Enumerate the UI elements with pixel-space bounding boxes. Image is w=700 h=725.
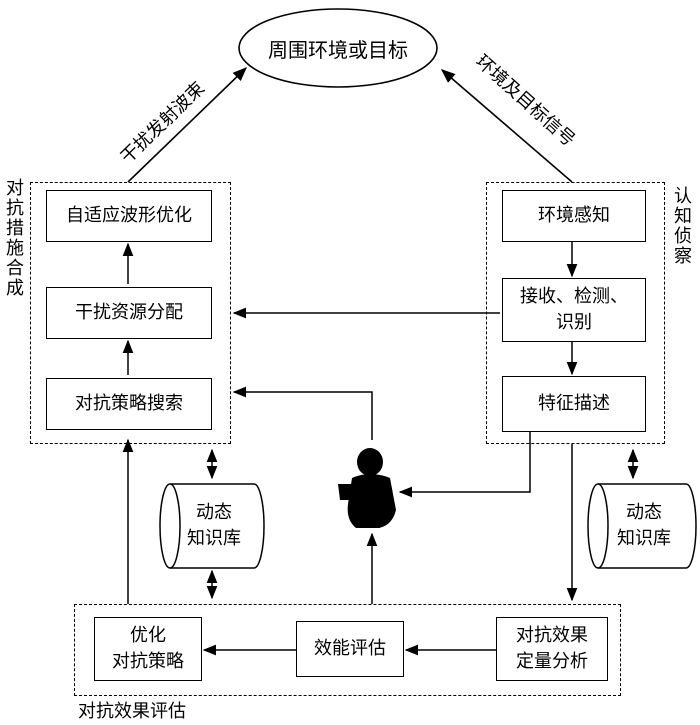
env-sensing-box: 环境感知 (502, 190, 646, 242)
arrow-feature-to-figure (398, 432, 531, 498)
adaptive-waveform-box: 自适应波形优化 (46, 190, 212, 242)
knowledge-base-right-cylinder (587, 483, 697, 569)
knowledge-base-right-label: 动态 知识库 (617, 502, 671, 549)
efficiency-eval-box: 效能评估 (296, 621, 404, 677)
effect-evaluation-group (74, 604, 621, 696)
environment-label: 周围环境或目标 (268, 37, 408, 62)
receive-detect-box: 接收、检测、 识别 (502, 278, 646, 342)
quant-analysis-box: 对抗效果 定量分析 (496, 617, 608, 681)
effect-evaluation-label: 对抗效果评估 (78, 701, 186, 722)
arrow-jamming-beam (127, 66, 248, 183)
knowledge-base-left-label: 动态 知识库 (187, 502, 241, 549)
strategy-search-box: 对抗策略搜索 (46, 378, 212, 430)
arrow-figure-to-search (232, 386, 373, 440)
knowledge-base-left-cylinder (159, 483, 265, 569)
arrow-env-signal (440, 69, 573, 183)
countermeasure-synthesis-group (30, 182, 231, 444)
feature-description-box: 特征描述 (502, 376, 646, 432)
resource-allocation-box: 干扰资源分配 (46, 287, 212, 339)
environment-ellipse (238, 8, 438, 88)
cognitive-recon-group (486, 182, 665, 444)
optimize-strategy-box: 优化 对抗策略 (94, 617, 202, 681)
countermeasure-synthesis-label: 对抗措施合成 (3, 178, 24, 298)
cognitive-recon-label: 认知侦察 (671, 186, 692, 266)
central-figure-icon (338, 448, 396, 528)
